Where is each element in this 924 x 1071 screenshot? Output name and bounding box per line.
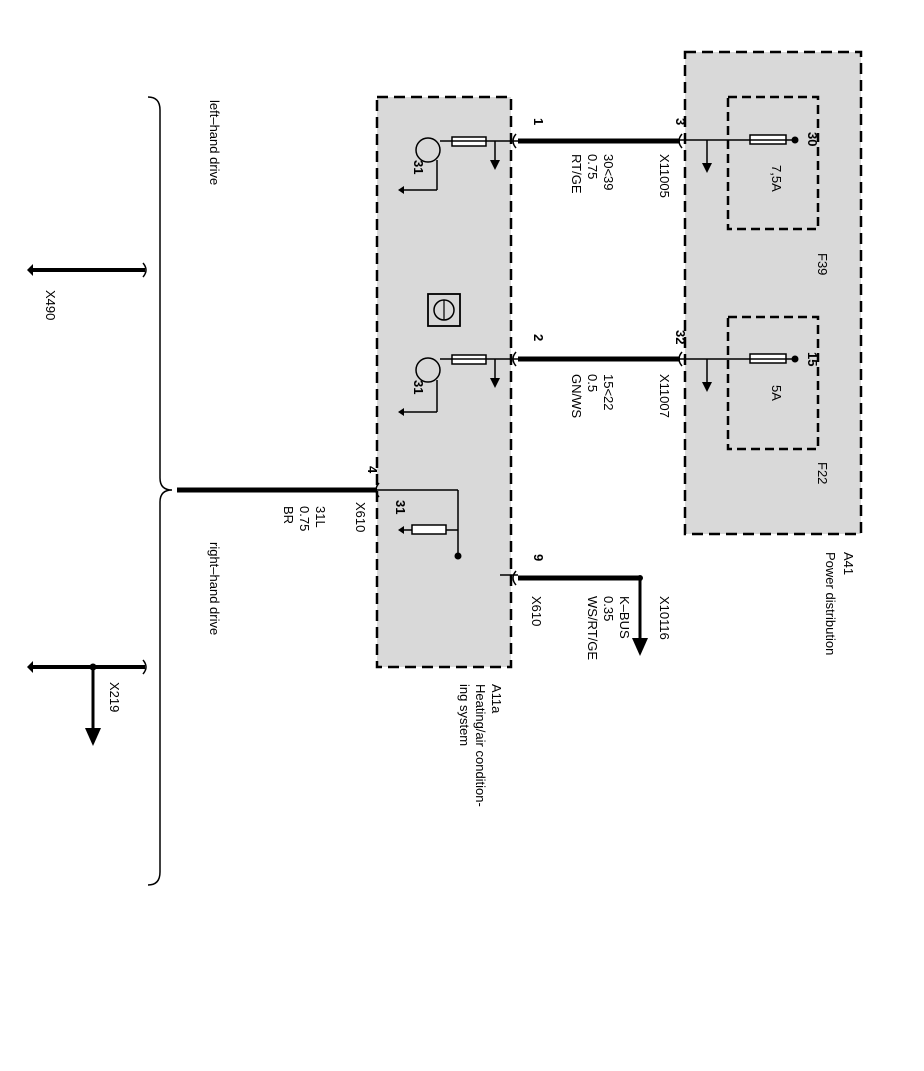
a41-pin-32: 32 bbox=[673, 330, 688, 344]
ground-x219-terminal bbox=[27, 661, 33, 673]
ground-x490-label: X490 bbox=[43, 290, 58, 320]
transistor-pin2-ground-arrow bbox=[398, 408, 404, 416]
a11a-name-line1: Heating/air condition- bbox=[473, 684, 488, 807]
wire2-color: GN/WS bbox=[569, 374, 584, 418]
transistor-pin2 bbox=[415, 357, 441, 383]
a11a-code: A11a bbox=[489, 684, 504, 714]
fuse-f22-rating: 5A bbox=[769, 385, 784, 401]
connector-x610-pin4-mark bbox=[375, 482, 380, 498]
module-pin-4: 4 bbox=[365, 466, 380, 474]
fuse-f39-id: F39 bbox=[815, 253, 830, 275]
wire1-circuit: 30<39 bbox=[601, 154, 616, 191]
a11a-name-line2: ing system bbox=[457, 684, 472, 746]
fuse-f22-terminal: 15 bbox=[805, 352, 820, 366]
wire2-gauge: 0.5 bbox=[585, 374, 600, 392]
shield-drain-2-arrow bbox=[702, 382, 712, 392]
wire9-circuit: K–BUS bbox=[617, 596, 632, 639]
ground-x219-label: X219 bbox=[107, 682, 122, 712]
a41-code: A41 bbox=[841, 552, 856, 575]
wire9-connector: X610 bbox=[529, 596, 544, 626]
wire1-color: RT/GE bbox=[569, 154, 584, 194]
wire9-destination: X10116 bbox=[657, 596, 672, 640]
kbus-arrow-node bbox=[637, 575, 643, 581]
module-pin-1: 1 bbox=[531, 118, 546, 125]
fuse-f22-box bbox=[726, 315, 820, 451]
a41-pin-3: 3 bbox=[673, 118, 688, 125]
fuse-f22-node bbox=[791, 355, 799, 363]
resistor-pin4 bbox=[411, 524, 447, 535]
pin4-ground-arrow bbox=[398, 526, 404, 534]
wire2-circuit: 15<22 bbox=[601, 374, 616, 411]
fuse-f39-box bbox=[726, 95, 820, 231]
transistor-pin1-ground-arrow bbox=[398, 186, 404, 194]
ground-label-pin4: 31 bbox=[393, 500, 408, 514]
ground-x219-mark bbox=[142, 659, 147, 675]
fuse-f39-terminal: 30 bbox=[805, 132, 820, 146]
fuse-f22-id: F22 bbox=[815, 462, 830, 484]
fuse-f39-node bbox=[791, 136, 799, 144]
drive-brace bbox=[147, 96, 173, 886]
a11a-heating-ac-module-box bbox=[375, 95, 513, 669]
ground-x219-arrow bbox=[85, 728, 101, 746]
shield-drain-1-arrow bbox=[702, 163, 712, 173]
connector-x610-pin9-mark bbox=[512, 570, 517, 586]
module-pin-9: 9 bbox=[531, 554, 546, 561]
ground-x490-terminal bbox=[27, 264, 33, 276]
transistor-pin1 bbox=[415, 137, 441, 163]
fuse-f39-rating: 7,5A bbox=[769, 165, 784, 192]
wire1-gauge: 0.75 bbox=[585, 154, 600, 179]
wire2-connector: X11007 bbox=[657, 374, 672, 418]
ground-x490-mark bbox=[142, 262, 147, 278]
ground-label-pin1: 31 bbox=[411, 160, 426, 174]
wire4-color: BR bbox=[281, 506, 296, 524]
wire4-gauge: 0.75 bbox=[297, 506, 312, 531]
kbus-arrow-head bbox=[632, 638, 648, 656]
right-hand-drive-label: right–hand drive bbox=[207, 542, 222, 635]
a41-name: Power distribution bbox=[823, 552, 838, 655]
wire4-circuit: 31L bbox=[313, 506, 328, 528]
pin2-drain-arrow bbox=[490, 378, 500, 388]
wire9-gauge: 0.35 bbox=[601, 596, 616, 621]
ground-label-pin2: 31 bbox=[411, 380, 426, 394]
connector-x11007-mark bbox=[512, 351, 683, 367]
wire4-connector: X610 bbox=[353, 502, 368, 532]
module-pin-2: 2 bbox=[531, 334, 546, 341]
pin4-internal-node bbox=[454, 552, 462, 560]
left-hand-drive-label: left–hand drive bbox=[207, 100, 222, 185]
connector-x11005-mark bbox=[512, 133, 683, 149]
wire1-connector: X11005 bbox=[657, 154, 672, 198]
wire9-color: WS/RT/GE bbox=[585, 596, 600, 660]
pin1-drain-arrow bbox=[490, 160, 500, 170]
